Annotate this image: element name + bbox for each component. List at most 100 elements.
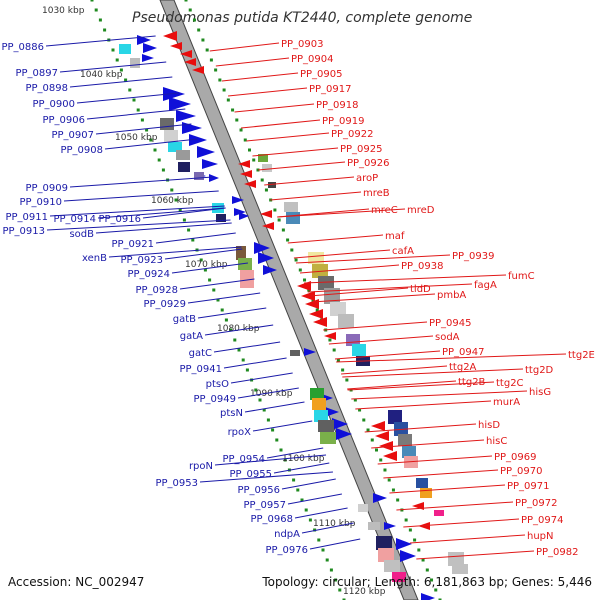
gene-label[interactable]: PP_0916 bbox=[98, 214, 141, 225]
gene-label[interactable]: PP_0921 bbox=[111, 239, 154, 250]
gene-label[interactable]: PP_0968 bbox=[250, 514, 293, 525]
gene-label[interactable]: ndpA bbox=[274, 529, 300, 540]
callout-line bbox=[215, 57, 290, 67]
gene-label[interactable]: PP_0926 bbox=[347, 158, 390, 169]
gene-label[interactable]: PP_0914 bbox=[53, 214, 96, 225]
tick-dot bbox=[226, 98, 230, 102]
gene-label[interactable]: PP_0886 bbox=[1, 42, 44, 53]
gene-label[interactable]: PP_0913 bbox=[2, 226, 45, 237]
gene-label[interactable]: PP_0910 bbox=[19, 197, 62, 208]
callout-line bbox=[293, 249, 391, 259]
gene-label[interactable]: PP_0897 bbox=[15, 68, 58, 79]
gene-arrow bbox=[258, 252, 274, 264]
gene-label[interactable]: PP_0938 bbox=[401, 261, 444, 272]
gene-label[interactable]: PP_0956 bbox=[237, 485, 280, 496]
gene-label[interactable]: ttg2B bbox=[458, 377, 486, 388]
gene-label[interactable]: PP_0970 bbox=[500, 466, 543, 477]
gene-label[interactable]: PP_0922 bbox=[331, 129, 374, 140]
gene-label[interactable]: hisG bbox=[529, 387, 551, 398]
gene-label[interactable]: PP_0904 bbox=[291, 54, 334, 65]
gene-label[interactable]: PP_0911 bbox=[5, 212, 48, 223]
gene-block bbox=[168, 142, 182, 152]
gene-label[interactable]: PP_0945 bbox=[429, 318, 472, 329]
tick-dot bbox=[252, 158, 256, 162]
gene-label[interactable]: tldD bbox=[410, 284, 431, 295]
gene-arrow bbox=[421, 593, 435, 600]
gene-label[interactable]: PP_0909 bbox=[25, 183, 68, 194]
gene-label[interactable]: PP_0907 bbox=[51, 130, 94, 141]
gene-label[interactable]: PP_0929 bbox=[143, 299, 186, 310]
gene-label[interactable]: pmbA bbox=[437, 290, 466, 301]
gene-label[interactable]: PP_0903 bbox=[281, 39, 324, 50]
gene-label[interactable]: xenB bbox=[82, 253, 107, 264]
tick-dot bbox=[231, 108, 235, 112]
title-group: Pseudomonas putida KT2440, complete geno… bbox=[132, 10, 472, 26]
tick-dot bbox=[391, 488, 395, 492]
gene-label[interactable]: hisD bbox=[478, 420, 500, 431]
gene-label[interactable]: aroP bbox=[356, 173, 378, 184]
callout-line bbox=[309, 538, 361, 550]
gene-label[interactable]: PP_0900 bbox=[32, 99, 75, 110]
gene-label[interactable]: hupN bbox=[527, 531, 554, 542]
gene-label[interactable]: PP_0947 bbox=[442, 347, 485, 358]
kbp-label: 1100 kbp bbox=[282, 454, 325, 464]
gene-label[interactable]: PP_0928 bbox=[135, 285, 178, 296]
gene-label[interactable]: PP_0918 bbox=[316, 100, 359, 111]
gene-label[interactable]: ptsN bbox=[220, 408, 243, 419]
tick-dot bbox=[153, 148, 157, 152]
gene-block bbox=[378, 548, 394, 562]
gene-label[interactable]: PP_0972 bbox=[515, 498, 558, 509]
gene-label[interactable]: PP_0906 bbox=[42, 115, 85, 126]
gene-block bbox=[368, 522, 380, 530]
gene-label[interactable]: fumC bbox=[508, 271, 535, 282]
callout-line bbox=[234, 103, 315, 113]
gene-label[interactable]: gatC bbox=[189, 348, 212, 359]
tick-dot bbox=[199, 258, 203, 262]
gene-label[interactable]: PP_0919 bbox=[322, 116, 365, 127]
gene-label[interactable]: mreD bbox=[407, 205, 435, 216]
gene-label[interactable]: rpoX bbox=[228, 427, 252, 438]
callout-line bbox=[371, 439, 485, 449]
gene-label[interactable]: ttg2D bbox=[525, 365, 554, 376]
tick-dot bbox=[203, 268, 207, 272]
gene-label[interactable]: murA bbox=[493, 397, 520, 408]
gene-label[interactable]: ttg2A bbox=[449, 362, 477, 373]
gene-label[interactable]: PP_0939 bbox=[452, 251, 495, 262]
gene-label[interactable]: PP_0941 bbox=[179, 364, 222, 375]
gene-label[interactable]: PP_0898 bbox=[25, 83, 68, 94]
callout-line bbox=[389, 484, 506, 494]
gene-label[interactable]: sodB bbox=[69, 229, 94, 240]
gene-label[interactable]: PP_0924 bbox=[127, 269, 170, 280]
gene-label[interactable]: PP_0917 bbox=[309, 84, 352, 95]
gene-label[interactable]: PP_0925 bbox=[340, 144, 383, 155]
gene-label[interactable]: maf bbox=[385, 231, 405, 242]
gene-label[interactable]: PP_0955 bbox=[229, 469, 272, 480]
gene-label[interactable]: sodA bbox=[435, 332, 460, 343]
gene-label[interactable]: PP_0957 bbox=[243, 500, 286, 511]
gene-label[interactable]: hisC bbox=[486, 436, 507, 447]
gene-label[interactable]: ttg2C bbox=[496, 378, 524, 389]
gene-label[interactable]: PP_0969 bbox=[494, 452, 537, 463]
gene-label[interactable]: PP_0982 bbox=[536, 547, 579, 558]
gene-label[interactable]: gatB bbox=[173, 314, 196, 325]
gene-block bbox=[286, 212, 300, 224]
gene-label[interactable]: mreB bbox=[363, 188, 390, 199]
tick-dot bbox=[140, 118, 144, 122]
gene-label[interactable]: PP_0949 bbox=[193, 394, 236, 405]
gene-label[interactable]: ptsO bbox=[206, 379, 229, 390]
gene-label[interactable]: ttg2E bbox=[568, 350, 595, 361]
gene-label[interactable]: PP_0905 bbox=[300, 69, 343, 80]
gene-label[interactable]: PP_0974 bbox=[521, 515, 564, 526]
gene-label[interactable]: PP_0976 bbox=[265, 545, 308, 556]
gene-label[interactable]: mreC bbox=[371, 205, 398, 216]
gene-label[interactable]: cafA bbox=[392, 246, 414, 257]
gene-label[interactable]: PP_0971 bbox=[507, 481, 550, 492]
gene-label[interactable]: gatA bbox=[180, 331, 203, 342]
tick-dot bbox=[216, 298, 220, 302]
gene-label[interactable]: PP_0953 bbox=[155, 478, 198, 489]
gene-label[interactable]: PP_0908 bbox=[60, 145, 103, 156]
gene-label[interactable]: rpoN bbox=[189, 461, 213, 472]
gene-label[interactable]: PP_0954 bbox=[222, 454, 265, 465]
gene-label[interactable]: PP_0923 bbox=[120, 255, 163, 266]
gene-label[interactable]: fagA bbox=[474, 280, 497, 291]
